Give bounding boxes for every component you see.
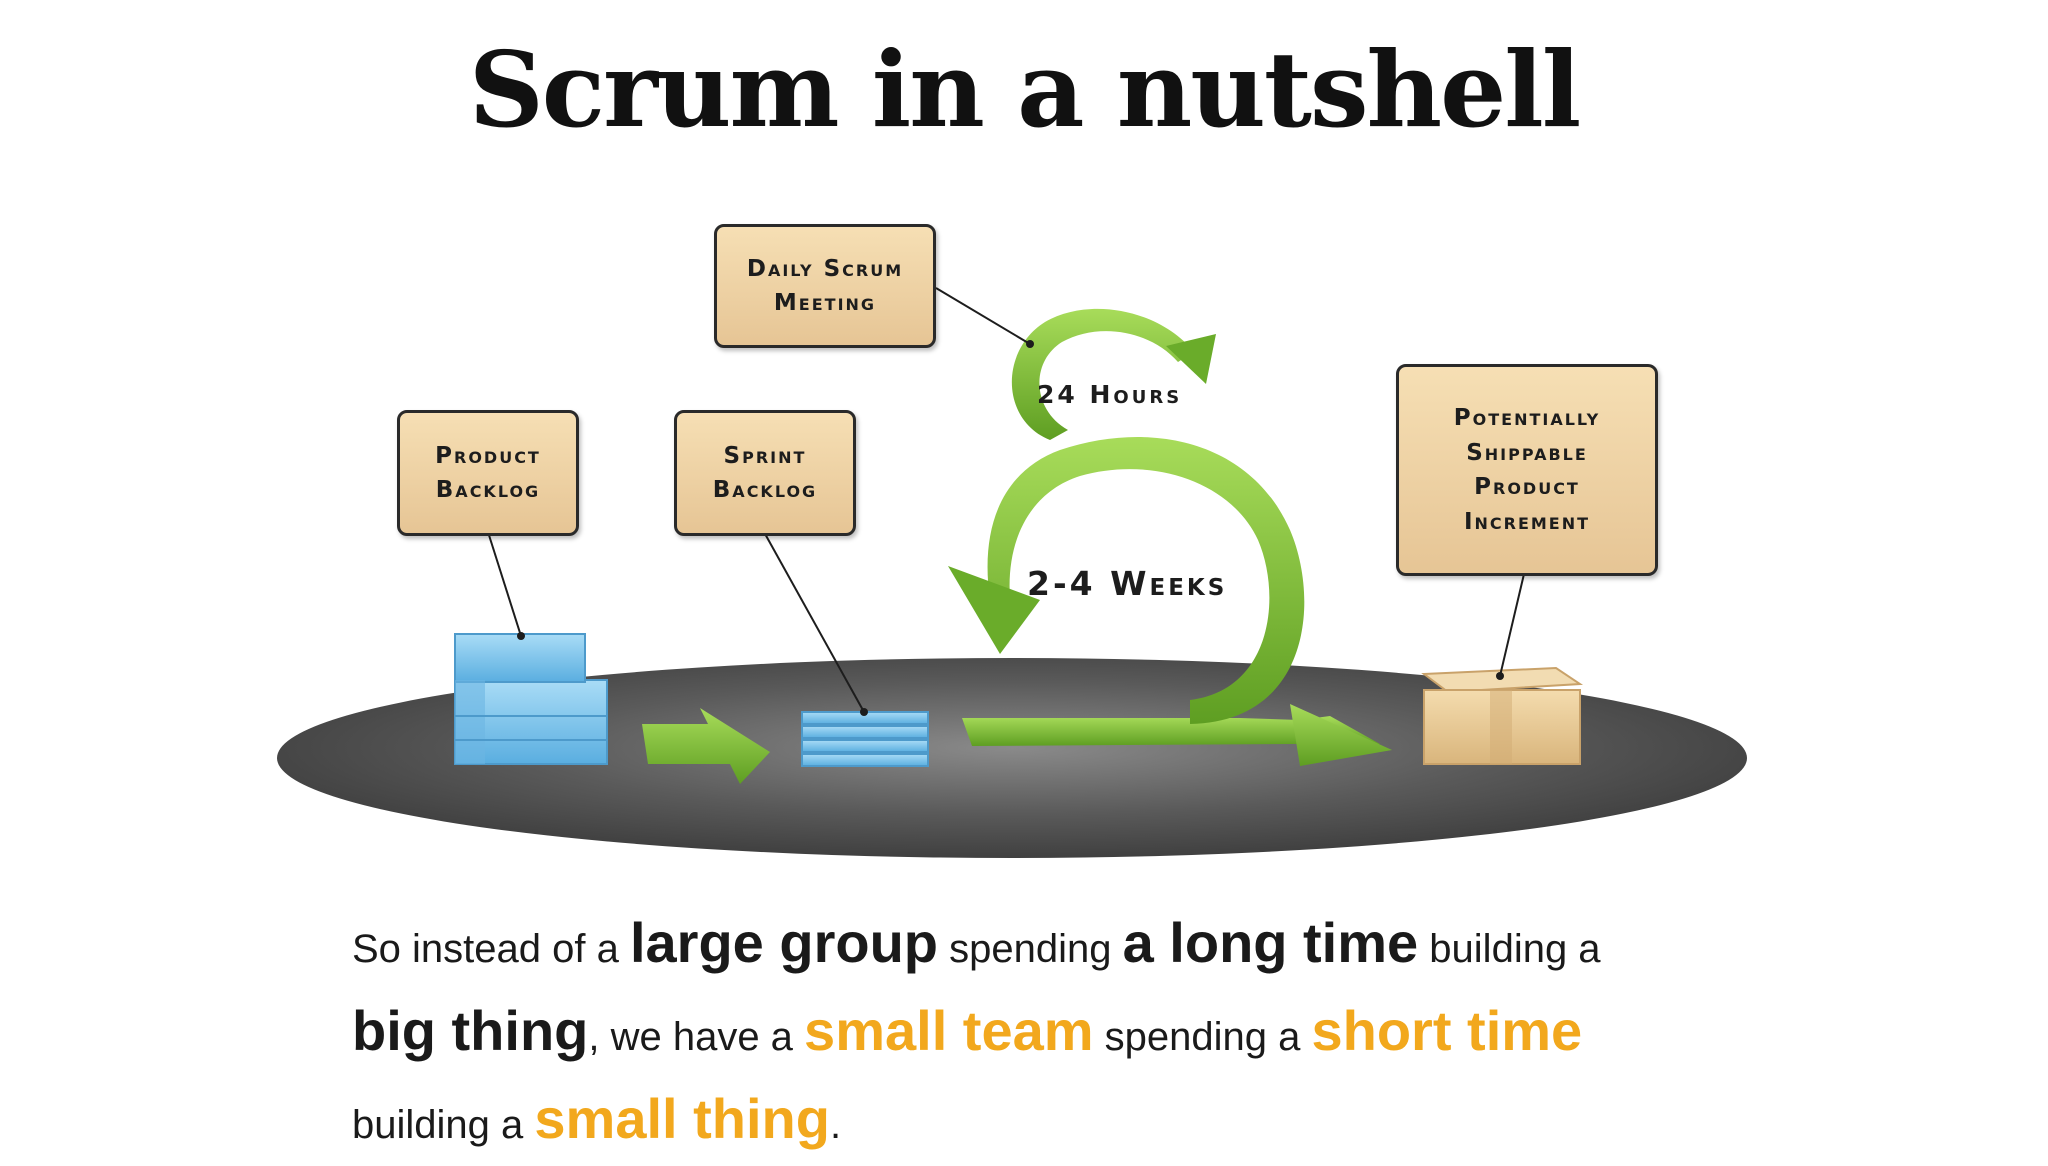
connector-increment <box>1499 573 1525 677</box>
caption-text-4: , we have a <box>588 1015 805 1059</box>
caption-text-2: spending <box>938 927 1123 971</box>
caption-highlight-long-time: a long time <box>1122 911 1419 974</box>
sprint-cycle-label: 2-4 Weeks <box>1027 564 1228 603</box>
sprint-loop-head <box>948 566 1040 654</box>
caption: So instead of a large group spending a l… <box>352 902 1772 1166</box>
caption-highlight-large-group: large group <box>629 911 938 974</box>
caption-highlight-small-thing: small thing <box>534 1087 830 1150</box>
product-backlog-stack <box>454 633 608 765</box>
sprint-backlog-stack <box>801 711 929 767</box>
caption-highlight-big-thing: big thing <box>352 999 589 1062</box>
daily-loop <box>1011 308 1194 440</box>
caption-text-7: . <box>829 1103 842 1147</box>
caption-highlight-small-team: small team <box>804 999 1094 1062</box>
connector-product-backlog <box>487 531 522 637</box>
sprint-track-head <box>1290 704 1392 766</box>
caption-text-1: So instead of a <box>352 927 630 971</box>
connector-daily-scrum <box>935 287 1031 345</box>
increment-box: Potentially Shippable Product Increment <box>1396 364 1658 576</box>
sprint-track <box>962 716 1380 746</box>
sprint-backlog-box: Sprint Backlog <box>674 410 856 536</box>
platform <box>277 658 1747 858</box>
daily-scrum-box: Daily Scrum Meeting <box>714 224 936 348</box>
caption-text-5: spending a <box>1093 1015 1312 1059</box>
slide-title: Scrum in a nutshell <box>468 28 1582 151</box>
caption-text-6: building a <box>352 1103 535 1147</box>
connector-sprint-backlog <box>763 531 865 713</box>
daily-cycle-label: 24 Hours <box>1037 380 1183 409</box>
daily-loop-head <box>1166 334 1216 384</box>
increment-package <box>1421 666 1584 765</box>
caption-highlight-short-time: short time <box>1311 999 1583 1062</box>
product-backlog-box: Product Backlog <box>397 410 579 536</box>
flow-arrow-1 <box>642 708 770 784</box>
caption-text-3: building a <box>1418 927 1601 971</box>
